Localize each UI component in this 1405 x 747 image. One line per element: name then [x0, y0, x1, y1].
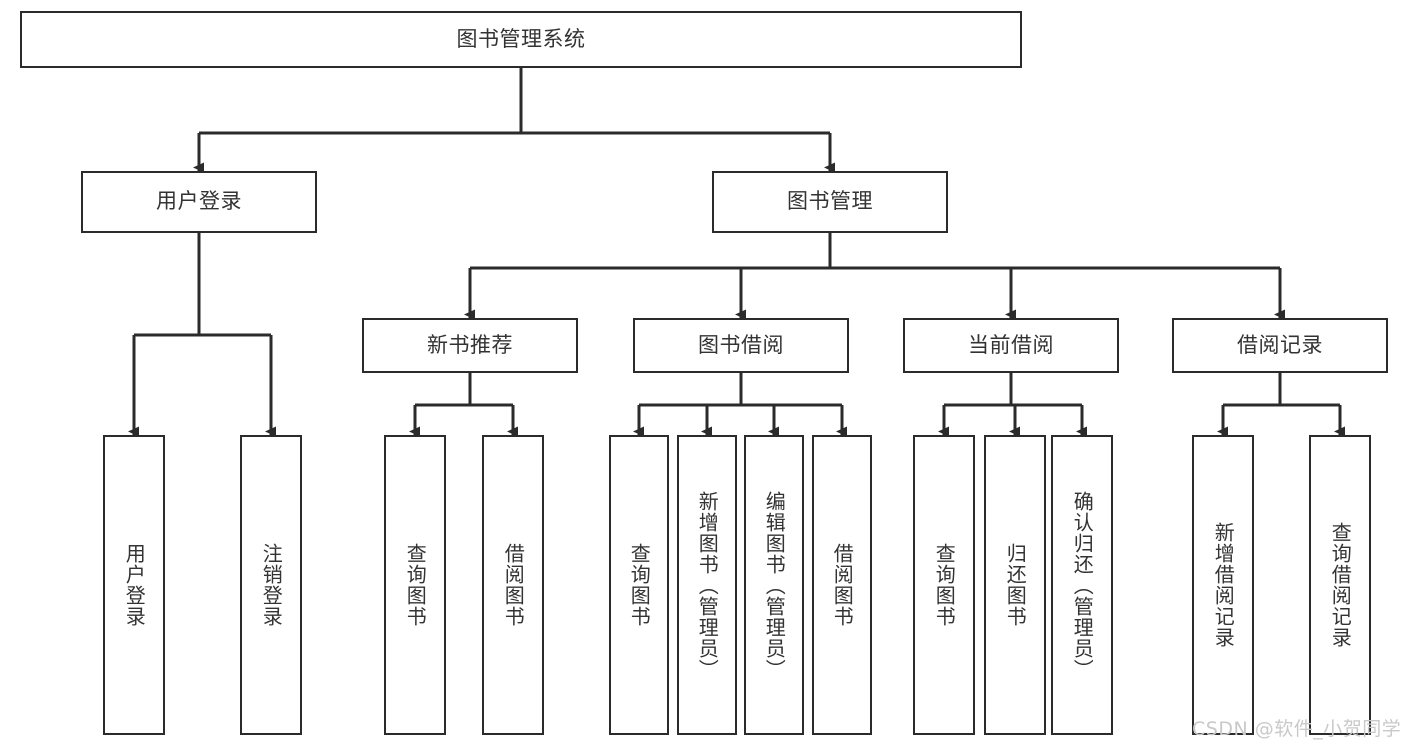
node-label: 借阅图书: [501, 543, 526, 627]
node-label: 借阅图书: [830, 543, 855, 627]
edge-group: [128, 68, 1345, 437]
node-leaf-cb-return-book[interactable]: 归还图书: [984, 435, 1046, 735]
node-book-manage[interactable]: 图书管理: [712, 171, 948, 233]
node-label: 查询图书: [932, 543, 957, 627]
node-label: 借阅记录: [1237, 332, 1323, 357]
node-leaf-rec-query-book[interactable]: 查询图书: [384, 435, 446, 735]
node-leaf-br-query-record[interactable]: 查询借阅记录: [1309, 435, 1371, 735]
node-label: 图书管理: [787, 189, 873, 214]
node-label: 新书推荐: [427, 332, 513, 357]
node-label: 图书借阅: [698, 332, 784, 357]
node-new-book-rec[interactable]: 新书推荐: [362, 318, 578, 373]
node-label: 新增图书（管理员）: [695, 490, 720, 680]
node-leaf-user-login[interactable]: 用户登录: [103, 435, 165, 735]
watermark-text: CSDN @软件_小贺同学: [1192, 718, 1402, 740]
node-leaf-bb-borrow-book[interactable]: 借阅图书: [812, 435, 872, 735]
node-leaf-logout[interactable]: 注销登录: [240, 435, 302, 735]
node-label: 用户登录: [156, 189, 242, 214]
node-label: 查询图书: [403, 543, 428, 627]
node-label: 编辑图书（管理员）: [762, 490, 787, 680]
node-leaf-bb-query-book[interactable]: 查询图书: [609, 435, 669, 735]
node-current-borrow[interactable]: 当前借阅: [903, 318, 1119, 373]
node-leaf-bb-add-book[interactable]: 新增图书（管理员）: [677, 435, 737, 735]
node-label: 注销登录: [259, 543, 284, 627]
node-label: 查询图书: [627, 543, 652, 627]
node-leaf-rec-borrow-book[interactable]: 借阅图书: [482, 435, 544, 735]
node-book-borrow[interactable]: 图书借阅: [633, 318, 849, 373]
node-label: 当前借阅: [968, 332, 1054, 357]
node-label: 新增借阅记录: [1211, 522, 1236, 648]
node-borrow-record[interactable]: 借阅记录: [1172, 318, 1388, 373]
node-leaf-cb-confirm-return[interactable]: 确认归还（管理员）: [1051, 435, 1113, 735]
node-label: 用户登录: [122, 543, 147, 627]
node-label: 查询借阅记录: [1328, 522, 1353, 648]
node-leaf-cb-query-book[interactable]: 查询图书: [913, 435, 975, 735]
node-user-login[interactable]: 用户登录: [81, 171, 317, 233]
node-label: 图书管理系统: [456, 26, 586, 51]
node-leaf-bb-edit-book[interactable]: 编辑图书（管理员）: [744, 435, 804, 735]
node-label: 确认归还（管理员）: [1070, 490, 1095, 680]
node-leaf-br-add-record[interactable]: 新增借阅记录: [1192, 435, 1254, 735]
node-label: 归还图书: [1003, 543, 1028, 627]
node-root[interactable]: 图书管理系统: [20, 11, 1022, 68]
